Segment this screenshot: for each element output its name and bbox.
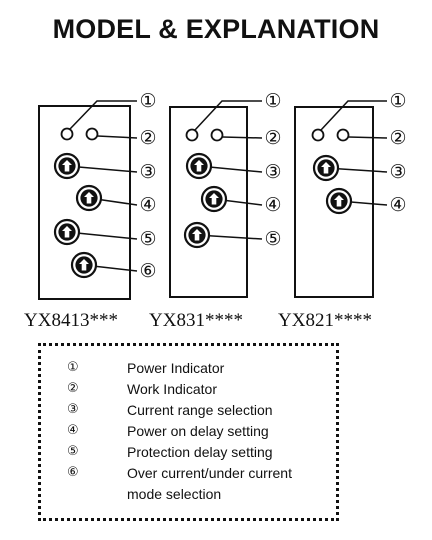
knob-5-arrow-icon: [62, 226, 72, 238]
callout-number-1-5: ⑤: [139, 228, 156, 250]
legend-text: Current range selection: [127, 402, 273, 418]
knob-3-arrow-icon: [321, 162, 331, 174]
legend-text: Protection delay setting: [127, 444, 273, 460]
leader-line-1: [69, 100, 137, 130]
model-label-yx831: YX831****: [149, 310, 243, 331]
legend-box: ① Power Indicator ② Work Indicator ③ Cur…: [38, 343, 339, 521]
legend-number: ⑥: [67, 465, 79, 480]
callout-number-2-4: ④: [264, 194, 281, 216]
power-indicator-led-3: [311, 128, 325, 142]
work-indicator-led-3: [336, 128, 350, 142]
leader-line-1: [194, 100, 262, 131]
work-indicator-led-2: [210, 128, 224, 142]
knob-4-arrow-icon: [84, 192, 94, 204]
knob-4-arrow-icon: [209, 193, 219, 205]
legend-text-continued: mode selection: [127, 486, 222, 502]
panel-outline-3: [294, 106, 374, 298]
knob-6-arrow-icon: [79, 259, 89, 271]
leader-line-1: [320, 100, 387, 131]
legend-text: Power Indicator: [127, 360, 225, 376]
leader-line-2: [348, 136, 388, 139]
callout-number-2-5: ⑤: [264, 228, 281, 250]
leader-line-2: [222, 136, 263, 139]
knob-3-arrow-icon: [62, 160, 72, 172]
legend-number: ②: [67, 381, 79, 396]
callout-number-1-1: ①: [139, 90, 156, 112]
callout-number-3-3: ③: [389, 161, 406, 183]
legend-number: ⑤: [67, 444, 79, 459]
legend-text: Power on delay setting: [127, 423, 269, 439]
callout-number-3-2: ②: [389, 127, 406, 149]
callout-number-2-3: ③: [264, 161, 281, 183]
legend-text: Work Indicator: [127, 381, 217, 397]
callout-number-3-1: ①: [389, 90, 406, 112]
work-indicator-led-1: [85, 127, 99, 141]
power-indicator-led-2: [185, 128, 199, 142]
legend-number: ③: [67, 402, 79, 417]
leader-line-2: [97, 135, 138, 139]
legend-text: Over current/under current: [127, 465, 292, 481]
callout-number-1-3: ③: [139, 161, 156, 183]
callout-number-2-1: ①: [264, 90, 281, 112]
legend-number: ①: [67, 360, 79, 375]
callout-number-3-4: ④: [389, 194, 406, 216]
model-label-yx821: YX821****: [278, 310, 372, 331]
legend-number: ④: [67, 423, 79, 438]
knob-4-arrow-icon: [334, 195, 344, 207]
callout-number-1-6: ⑥: [139, 260, 156, 282]
power-indicator-led-1: [60, 127, 74, 141]
page-title: MODEL & EXPLANATION: [52, 14, 380, 44]
callout-number-1-4: ④: [139, 194, 156, 216]
panel-outline-1: [38, 105, 131, 300]
panel-outline-2: [169, 106, 248, 298]
model-label-yx8413: YX8413***: [24, 310, 118, 331]
callout-number-2-2: ②: [264, 127, 281, 149]
knob-3-arrow-icon: [194, 160, 204, 172]
callout-number-1-2: ②: [139, 127, 156, 149]
knob-5-arrow-icon: [192, 229, 202, 241]
